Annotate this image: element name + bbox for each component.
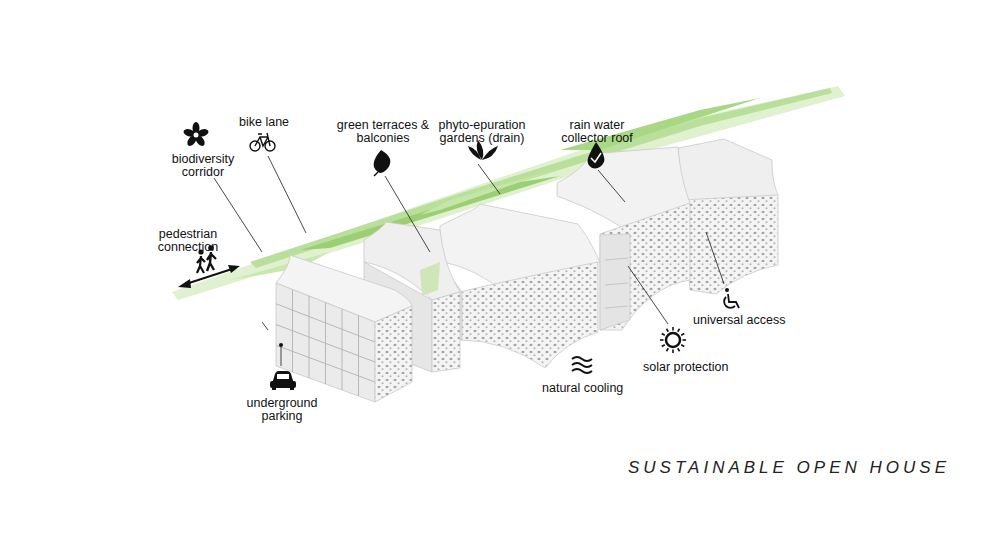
drop-icon — [588, 142, 605, 168]
waves-icon — [572, 357, 592, 373]
callout-label: solar protection — [643, 361, 728, 374]
bike-icon — [250, 133, 275, 151]
wheelchair-icon — [724, 288, 739, 308]
callout-label: pedestrian connection — [151, 228, 225, 254]
callout-label: green terraces & balconies — [333, 119, 433, 145]
callout-label: bike lane — [239, 116, 289, 129]
callout-label: rain water collector roof — [552, 119, 642, 145]
callout-label: biodiversity corridor — [164, 153, 242, 179]
callout-label: phyto-epuration gardens (drain) — [430, 119, 534, 145]
building-blocks — [276, 139, 778, 402]
callout-label: universal access — [693, 314, 785, 327]
flower-icon — [183, 122, 210, 148]
leader-lines — [214, 156, 724, 366]
callout-label: natural cooling — [542, 382, 623, 395]
leaf-icon — [374, 150, 391, 176]
car-icon — [270, 371, 296, 390]
callout-label: underground parking — [240, 397, 324, 423]
green-corridor — [172, 86, 845, 300]
title: SUSTAINABLE OPEN HOUSE — [628, 458, 950, 478]
pin-dot — [279, 343, 283, 347]
sun-icon — [660, 327, 686, 353]
